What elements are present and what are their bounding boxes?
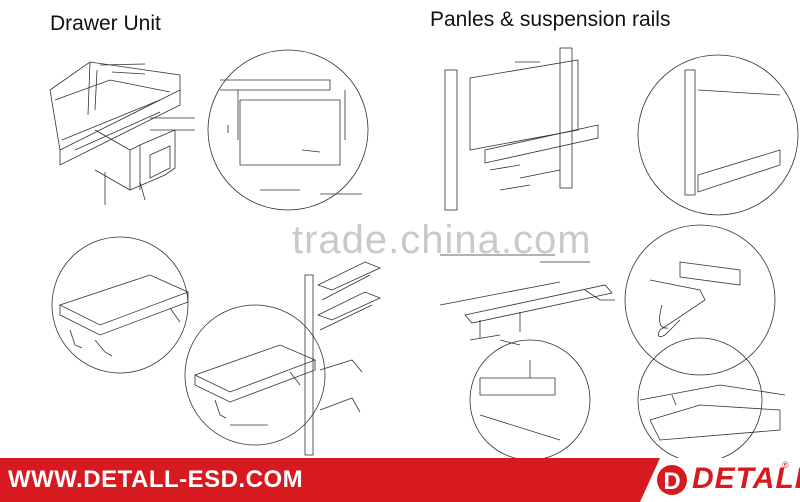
logo-letter: D (663, 468, 680, 495)
drawer-unit-main-drawing (49, 61, 195, 205)
website-link[interactable]: WWW.DETALL-ESD.COM (8, 466, 304, 493)
light-rail-detail-circle-2 (469, 339, 591, 458)
registered-mark: ® (782, 460, 789, 470)
panels-heading: Panles & suspension rails (430, 8, 671, 31)
shelf-side-drawing (304, 261, 382, 456)
footer-banner: WWW.DETALL-ESD.COM D DETALL ® (0, 458, 800, 502)
logo-text: DETALL (692, 462, 800, 495)
panels-main-drawing (444, 47, 599, 211)
light-rail-main-drawing (439, 254, 615, 346)
drawer-unit-heading: Drawer Unit (50, 12, 161, 35)
light-rail-detail-circle-1 (624, 224, 776, 376)
panels-detail-circle (637, 54, 799, 216)
watermark-text: trade.china.com (292, 218, 592, 262)
logo-panel: D DETALL ® (630, 458, 800, 502)
light-rail-detail-circle-3 (637, 337, 786, 458)
shelf-main-drawing (51, 236, 190, 374)
drawer-unit-detail-circle (207, 49, 369, 211)
shelf-detail-circle (184, 304, 326, 446)
detall-logo-icon: D (630, 458, 687, 502)
technical-drawings (49, 47, 799, 458)
